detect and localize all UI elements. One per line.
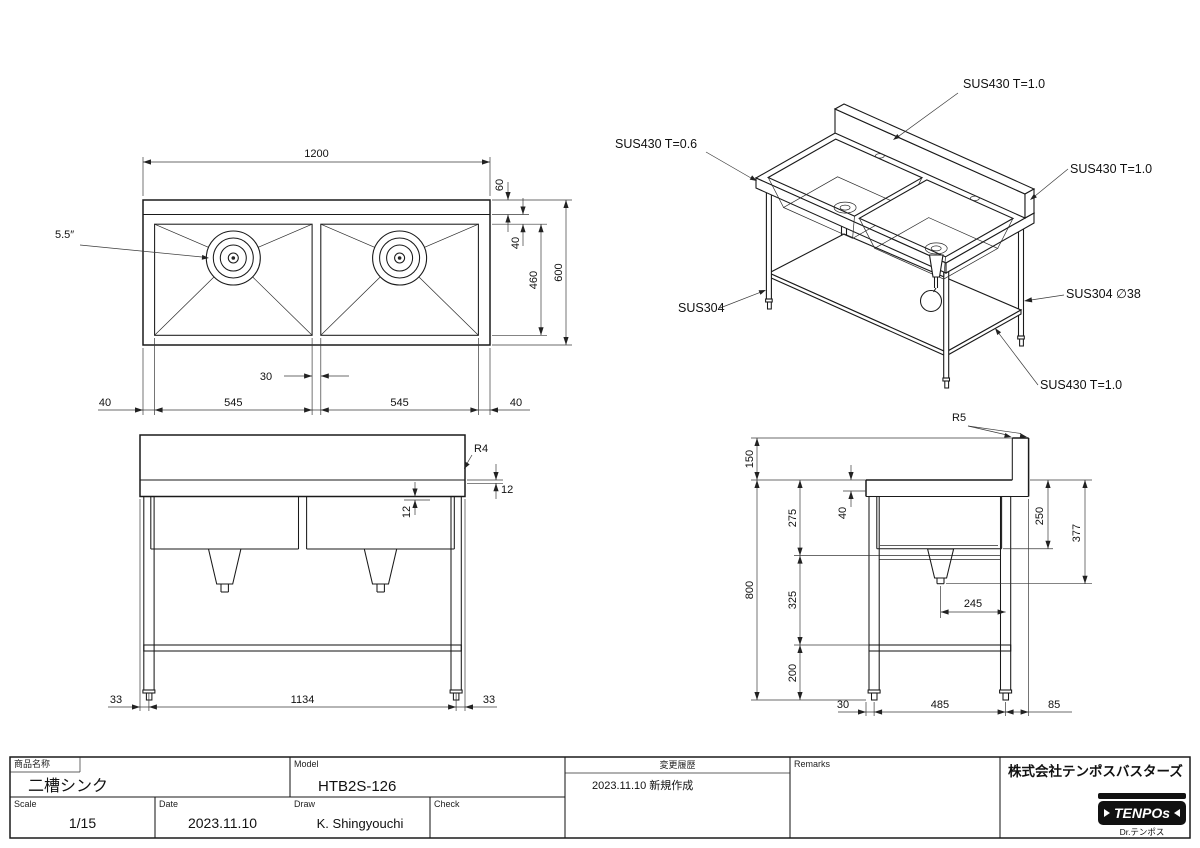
draw-value: K. Shingyouchi <box>317 816 404 831</box>
company-name: 株式会社テンポスバスターズ <box>1008 763 1183 779</box>
svg-text:800: 800 <box>744 581 756 599</box>
iso-label-shelf: SUS430 T=1.0 <box>1040 378 1122 392</box>
front-body <box>139 434 466 498</box>
svg-text:12: 12 <box>501 484 513 496</box>
svg-text:40: 40 <box>99 397 111 409</box>
plan-drain-size: 5.5″ <box>55 229 74 241</box>
dim-front-fold1: 12 <box>467 464 513 499</box>
iso-label-top: SUS430 T=1.0 <box>1070 162 1152 176</box>
iso-faucet-hole-right <box>969 195 980 201</box>
svg-text:30: 30 <box>837 699 849 711</box>
iso-faucet-hole-left <box>874 153 885 159</box>
plan-right-bowl <box>320 223 479 336</box>
plan-view: 5.5″ 1200 60 40 <box>55 148 572 415</box>
history-value: 2023.11.10 新規作成 <box>592 778 693 792</box>
front-right-funnel <box>363 548 398 585</box>
svg-text:545: 545 <box>390 397 408 409</box>
plan-right-drain <box>372 230 428 286</box>
dim-side-heights: 150 800 275 325 200 40 <box>744 437 1013 701</box>
svg-text:250: 250 <box>1034 507 1046 525</box>
svg-text:33: 33 <box>110 694 122 706</box>
dim-front-legs: 33 1134 33 <box>108 499 497 711</box>
svg-text:85: 85 <box>1048 699 1060 711</box>
svg-text:545: 545 <box>224 397 242 409</box>
dim-plan-widths: 40 545 545 40 <box>98 338 530 415</box>
svg-text:377: 377 <box>1071 524 1083 542</box>
svg-text:40: 40 <box>510 237 522 249</box>
svg-text:245: 245 <box>964 598 982 610</box>
svg-text:1134: 1134 <box>291 694 315 706</box>
front-left-funnel <box>207 548 242 585</box>
logo-subtitle: Dr.テンポス <box>1120 827 1165 837</box>
svg-text:460: 460 <box>528 271 540 289</box>
svg-text:40: 40 <box>510 397 522 409</box>
svg-text:33: 33 <box>483 694 495 706</box>
side-elevation: R5 150 800 275 325 200 <box>744 412 1092 716</box>
iso-drain-funnel <box>919 254 944 313</box>
svg-text:1200: 1200 <box>304 148 328 160</box>
plan-left-drain <box>205 230 261 286</box>
iso-leg-front-right <box>943 265 950 379</box>
dim-side-depths: 250 377 245 <box>940 479 1092 618</box>
front-shelf <box>143 644 462 652</box>
logo-banner <box>1098 801 1186 825</box>
front-right-leg <box>450 495 462 691</box>
side-r5: R5 <box>952 412 966 424</box>
date-label: Date <box>159 799 178 809</box>
remarks-label: Remarks <box>794 759 831 769</box>
svg-text:200: 200 <box>787 664 799 682</box>
draw-label: Draw <box>294 799 316 809</box>
dim-plan-depths: 60 40 460 600 <box>492 179 572 346</box>
dim-plan-total-width: 1200 <box>142 148 491 196</box>
iso-leg-front-left <box>765 186 772 300</box>
svg-text:60: 60 <box>494 179 506 191</box>
dim-side-bottom: 30 485 85 <box>837 499 1072 716</box>
front-left-leg <box>143 495 155 691</box>
iso-leg-back-right <box>1017 223 1025 337</box>
front-elevation: R4 12 12 <box>108 434 513 711</box>
history-label: 変更履歴 <box>659 759 695 770</box>
logo-text: TENPOs <box>1114 805 1170 821</box>
svg-text:150: 150 <box>744 450 756 468</box>
svg-text:325: 325 <box>787 591 799 609</box>
product-name-value: 二槽シンク <box>28 777 108 795</box>
scale-value: 1/15 <box>69 815 96 831</box>
plan-left-bowl <box>154 223 313 336</box>
front-r4: R4 <box>474 443 488 455</box>
iso-right-bowl <box>858 179 1015 280</box>
svg-text:600: 600 <box>553 263 565 281</box>
iso-label-body: SUS430 T=0.6 <box>615 137 697 151</box>
isometric-view: SUS430 T=1.0 SUS430 T=0.6 SUS430 T=1.0 S… <box>615 77 1152 392</box>
iso-label-leg-pipe: SUS304 ∅38 <box>1066 287 1141 301</box>
model-label: Model <box>294 759 319 769</box>
svg-text:485: 485 <box>931 699 949 711</box>
svg-text:275: 275 <box>787 509 799 527</box>
model-value: HTB2S-126 <box>318 778 396 795</box>
product-name-label: 商品名称 <box>14 758 50 769</box>
dim-front-fold2: 12 <box>401 482 430 518</box>
date-value: 2023.11.10 <box>188 815 257 831</box>
logo-top-strip <box>1098 793 1186 799</box>
side-shelf <box>868 644 1012 652</box>
svg-text:12: 12 <box>401 506 413 518</box>
scale-label: Scale <box>14 799 37 809</box>
iso-label-backsplash: SUS430 T=1.0 <box>963 77 1045 91</box>
title-block: 商品名称 二槽シンク Model HTB2S-126 変更履歴 2023.11.… <box>9 756 1191 839</box>
tenpos-logo: TENPOs Dr.テンポス <box>1098 793 1186 837</box>
svg-text:40: 40 <box>837 507 849 519</box>
dim-plan-gap: 30 <box>260 338 349 415</box>
iso-label-legs: SUS304 <box>678 301 725 315</box>
check-label: Check <box>434 799 460 809</box>
svg-text:30: 30 <box>260 371 272 383</box>
side-funnel <box>926 548 955 579</box>
plan-sink-top <box>142 199 491 346</box>
side-front-leg <box>868 495 880 691</box>
